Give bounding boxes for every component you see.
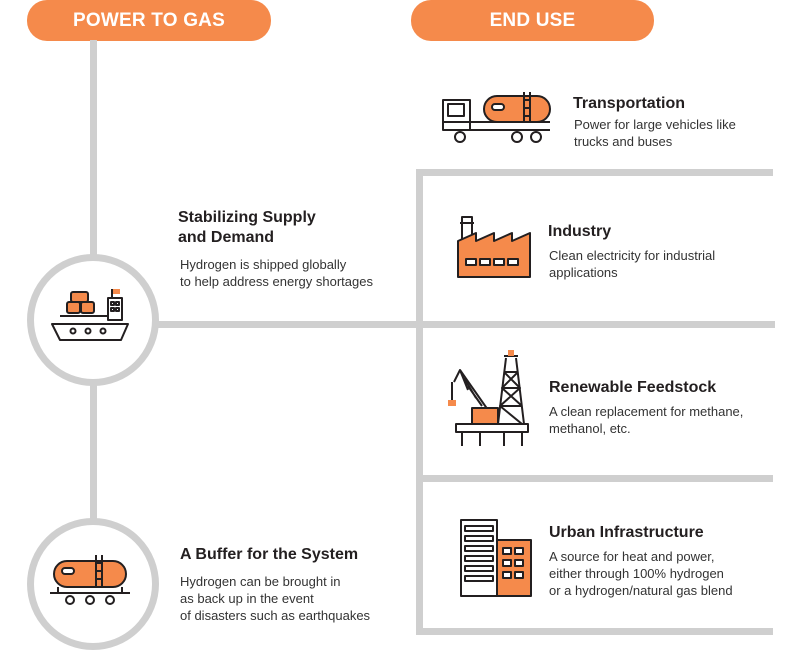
- city-buildings-icon: [460, 519, 532, 597]
- industry-title: Industry: [548, 223, 612, 240]
- power-to-gas-header: POWER TO GAS: [27, 0, 271, 41]
- end-use-header-label: END USE: [489, 9, 576, 31]
- factory-icon: [457, 216, 531, 278]
- end-use-header: END USE: [411, 0, 654, 41]
- renewable-feedstock-title: Renewable Feedstock: [549, 379, 717, 396]
- industry-description: Clean electricity for industrial applica…: [549, 248, 716, 280]
- ship-circle: [27, 254, 159, 386]
- transportation-description: Power for large vehicles like trucks and…: [574, 117, 736, 149]
- urban-infrastructure-description: A source for heat and power, either thro…: [549, 549, 733, 598]
- tanker-truck-icon: [442, 92, 551, 143]
- buffer-system-title: A Buffer for the System: [180, 546, 359, 563]
- divider-top: [416, 169, 773, 176]
- power-to-gas-header-label: POWER TO GAS: [73, 9, 225, 31]
- buffer-system-description: Hydrogen can be brought in as back up in…: [180, 574, 371, 623]
- center-horizontal-connector: [155, 321, 775, 328]
- urban-infrastructure-title: Urban Infrastructure: [549, 524, 704, 541]
- right-vertical-connector: [416, 169, 423, 634]
- renewable-feedstock-description: A clean replacement for methane, methano…: [549, 404, 744, 436]
- divider-bottom: [416, 628, 773, 635]
- divider-middle: [416, 475, 773, 482]
- transportation-title: Transportation: [573, 95, 686, 112]
- stabilizing-supply-title: Stabilizing Supply and Demand: [178, 209, 316, 246]
- cargo-ship-icon: [51, 289, 129, 341]
- offshore-rig-icon: [448, 350, 529, 446]
- tank-rail-car-icon: [50, 555, 130, 605]
- stabilizing-supply-description: Hydrogen is shipped globally to help add…: [180, 257, 373, 289]
